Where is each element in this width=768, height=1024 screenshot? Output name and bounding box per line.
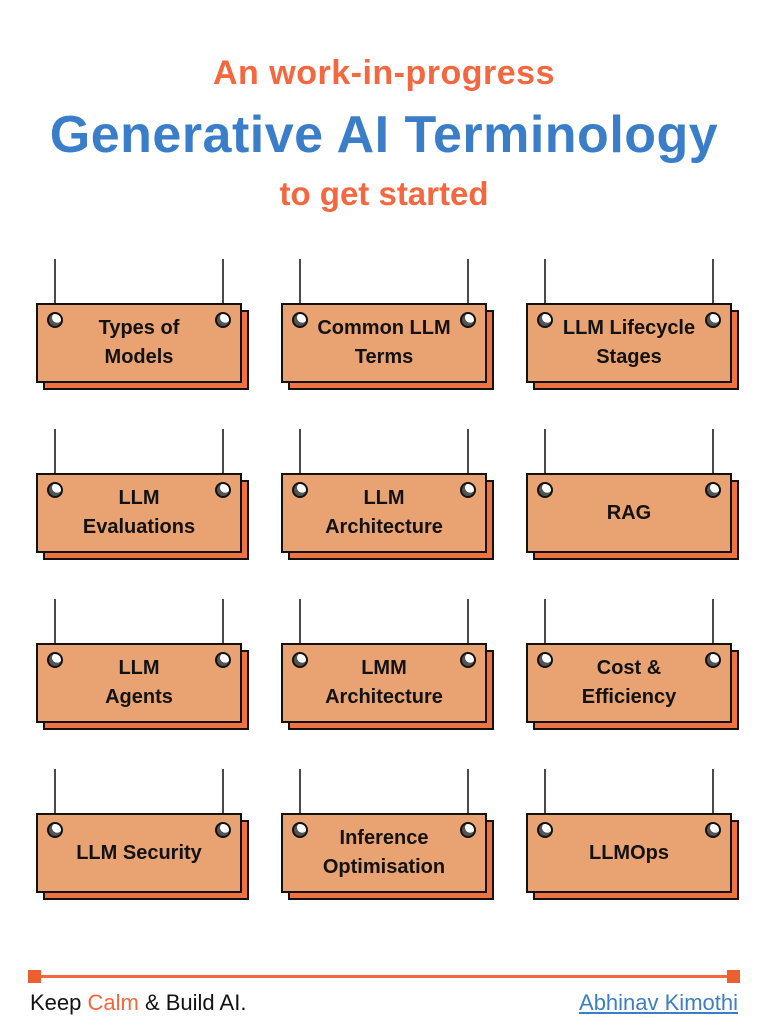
hanging-string [54,259,56,305]
pin-icon [705,312,721,328]
hanging-string [299,259,301,305]
hanging-string [712,599,714,645]
card-label: LLMOps [589,841,669,864]
card-label: LLM Agents [105,657,173,708]
card-label: Cost & Efficiency [581,657,677,708]
hanging-string [544,769,546,815]
sign-board: LLM Lifecycle Stages [526,303,732,383]
card-label: Common LLM Terms [317,317,451,368]
header: An work-in-progress Generative AI Termin… [0,0,768,213]
card-label: RAG [606,501,652,524]
pin-icon [292,482,308,498]
tagline-accent: Calm [87,990,139,1015]
sign-board: LLM Evaluations [36,473,242,553]
term-card: LMM Architecture [281,599,494,730]
hanging-string [712,429,714,475]
card-label: LMM Architecture [325,657,443,708]
pin-icon [292,822,308,838]
pin-icon [215,822,231,838]
pin-icon [537,312,553,328]
hanging-string [712,259,714,305]
hanging-string [467,769,469,815]
pin-icon [705,652,721,668]
pin-icon [47,312,63,328]
pin-icon [537,652,553,668]
hanging-string [467,259,469,305]
sign-board: Cost & Efficiency [526,643,732,723]
term-card: LLM Security [36,769,249,900]
term-card: LLM Lifecycle Stages [526,259,739,390]
term-card: Types of Models [36,259,249,390]
card-grid: Types of Models Common LLM Terms LLM Lif… [0,259,768,900]
tagline-part1: Keep [30,990,88,1015]
term-card: LLMOps [526,769,739,900]
card-label: Inference Optimisation [322,827,446,878]
pin-icon [215,482,231,498]
term-card: Inference Optimisation [281,769,494,900]
sign-board: Types of Models [36,303,242,383]
subtitle-text: to get started [279,175,489,212]
sign-board: LLM Architecture [281,473,487,553]
hanging-string [222,259,224,305]
hanging-string [467,429,469,475]
tagline-part2: & Build AI. [138,990,247,1015]
hanging-string [712,769,714,815]
sign-board: Common LLM Terms [281,303,487,383]
sign-board: LLM Agents [36,643,242,723]
term-card: Cost & Efficiency [526,599,739,730]
pin-icon [537,482,553,498]
hanging-string [299,769,301,815]
pin-icon [47,652,63,668]
pin-icon [47,822,63,838]
footer-divider [28,970,740,983]
pin-icon [292,652,308,668]
card-label: Types of Models [98,317,180,368]
hanging-string [544,429,546,475]
tagline: Keep Calm & Build AI. [30,990,246,1016]
divider-endcap-right [727,970,740,983]
pin-icon [537,822,553,838]
card-label: LLM Evaluations [82,487,196,538]
pin-icon [460,312,476,328]
sign-board: LLM Security [36,813,242,893]
pin-icon [705,482,721,498]
pin-icon [47,482,63,498]
hanging-string [544,259,546,305]
author-link[interactable]: Abhinav Kimothi [579,990,738,1015]
pin-icon [215,312,231,328]
pin-icon [215,652,231,668]
kicker-text: An work-in-progress [213,54,555,92]
hanging-string [467,599,469,645]
sign-board: LMM Architecture [281,643,487,723]
hanging-string [222,429,224,475]
footer: Keep Calm & Build AI. Abhinav Kimothi [0,970,768,1018]
pin-icon [705,822,721,838]
term-card: LLM Evaluations [36,429,249,560]
pin-icon [460,482,476,498]
card-label: LLM Lifecycle Stages [562,317,696,368]
card-label: LLM Architecture [325,487,443,538]
hanging-string [54,769,56,815]
page-title: Generative AI Terminology [49,106,719,164]
sign-board: RAG [526,473,732,553]
hanging-string [54,429,56,475]
pin-icon [460,822,476,838]
hanging-string [222,769,224,815]
divider-endcap-left [28,970,41,983]
term-card: LLM Agents [36,599,249,730]
sign-board: LLMOps [526,813,732,893]
hanging-string [544,599,546,645]
term-card: LLM Architecture [281,429,494,560]
footer-row: Keep Calm & Build AI. Abhinav Kimothi [0,986,768,1018]
term-card: Common LLM Terms [281,259,494,390]
card-label: LLM Security [76,841,202,864]
hanging-string [54,599,56,645]
term-card: RAG [526,429,739,560]
hanging-string [222,599,224,645]
hanging-string [299,599,301,645]
hanging-string [299,429,301,475]
pin-icon [460,652,476,668]
sign-board: Inference Optimisation [281,813,487,893]
pin-icon [292,312,308,328]
